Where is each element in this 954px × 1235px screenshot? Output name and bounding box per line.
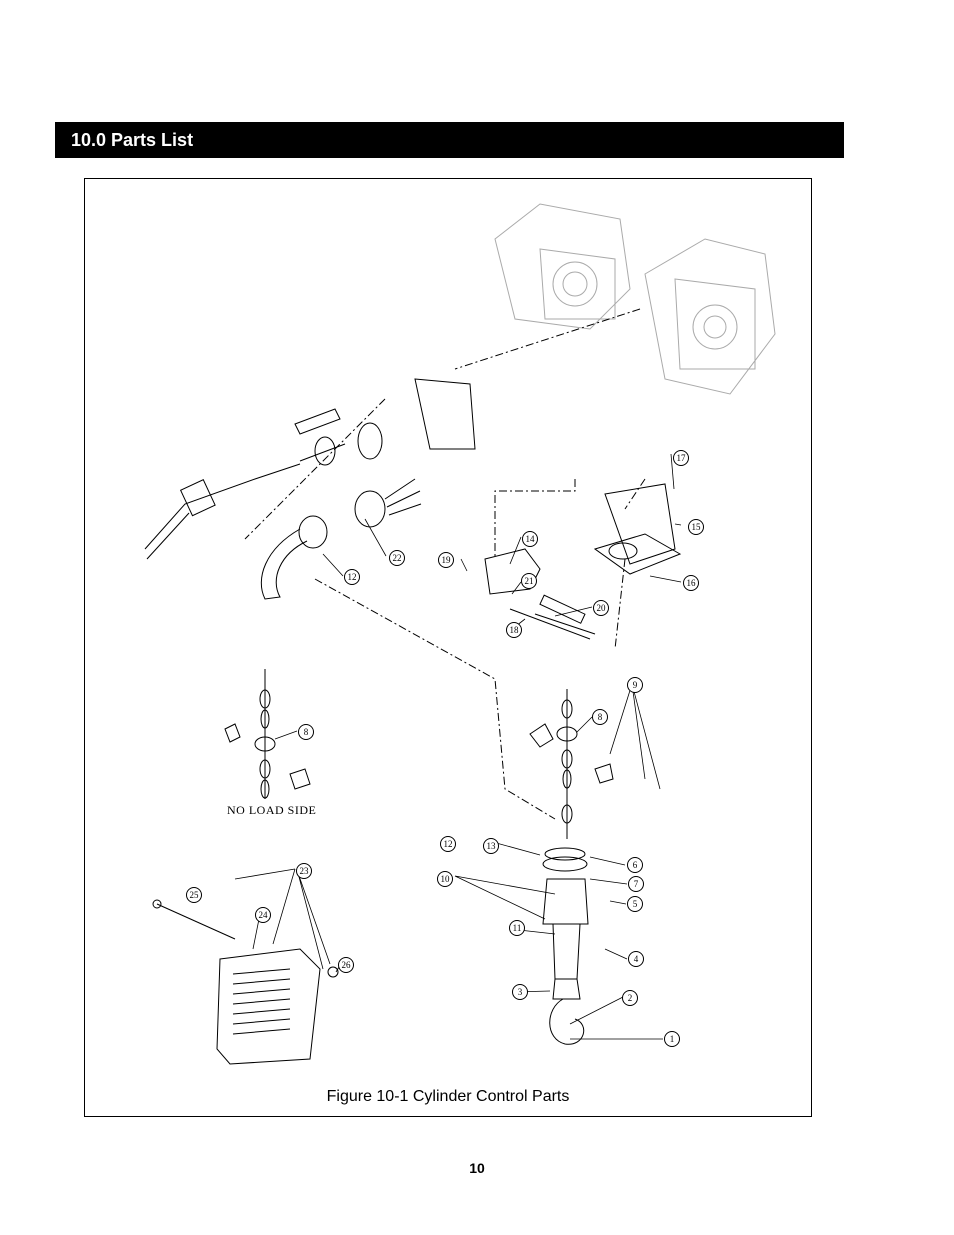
limit-switch-bracket bbox=[484, 483, 682, 640]
section-header: 10.0 Parts List bbox=[55, 122, 844, 158]
hook-cover bbox=[152, 899, 339, 1065]
no-load-side-label: NO LOAD SIDE bbox=[227, 803, 317, 817]
callout-7: 7 bbox=[628, 876, 644, 892]
callout-1: 1 bbox=[664, 1031, 680, 1047]
callout-17: 17 bbox=[673, 450, 689, 466]
callout-26: 26 bbox=[338, 957, 354, 973]
callout-21: 21 bbox=[521, 573, 537, 589]
callout-12-upper: 12 bbox=[344, 569, 360, 585]
callout-11: 11 bbox=[509, 920, 525, 936]
callout-13: 13 bbox=[483, 838, 499, 854]
section-title: 10.0 Parts List bbox=[71, 130, 194, 150]
callout-8-load: 8 bbox=[592, 709, 608, 725]
callout-12-lower: 12 bbox=[440, 836, 456, 852]
page-number: 10 bbox=[469, 1160, 485, 1176]
exploded-parts-diagram bbox=[144, 203, 776, 1065]
callout-24: 24 bbox=[255, 907, 271, 923]
load-side-chain-hook bbox=[529, 689, 614, 1045]
assembly-leader-lines bbox=[244, 308, 646, 820]
callout-20: 20 bbox=[593, 600, 609, 616]
cable-assembly bbox=[260, 478, 422, 600]
callout-9: 9 bbox=[627, 677, 643, 693]
hoist-housing-right bbox=[644, 238, 776, 395]
figure-caption: Figure 10-1 Cylinder Control Parts bbox=[326, 1088, 570, 1105]
callout-4: 4 bbox=[628, 951, 644, 967]
callout-16: 16 bbox=[683, 575, 699, 591]
hoist-housing-left bbox=[494, 203, 631, 330]
no-load-side-chain bbox=[224, 669, 311, 799]
figure-frame: 17 15 16 14 19 21 20 18 22 12 9 8 8 NO L… bbox=[84, 178, 812, 1117]
callout-5: 5 bbox=[627, 896, 643, 912]
callout-19: 19 bbox=[438, 552, 454, 568]
callout-3: 3 bbox=[512, 984, 528, 1000]
callout-2: 2 bbox=[622, 990, 638, 1006]
callout-23: 23 bbox=[296, 863, 312, 879]
callout-14: 14 bbox=[522, 531, 538, 547]
callout-25: 25 bbox=[186, 887, 202, 903]
callout-8-noload: 8 bbox=[298, 724, 314, 740]
callout-10: 10 bbox=[437, 871, 453, 887]
callout-15: 15 bbox=[688, 519, 704, 535]
callout-22: 22 bbox=[389, 550, 405, 566]
upper-connector-assembly bbox=[144, 378, 476, 560]
callout-6: 6 bbox=[627, 857, 643, 873]
callout-18: 18 bbox=[506, 622, 522, 638]
